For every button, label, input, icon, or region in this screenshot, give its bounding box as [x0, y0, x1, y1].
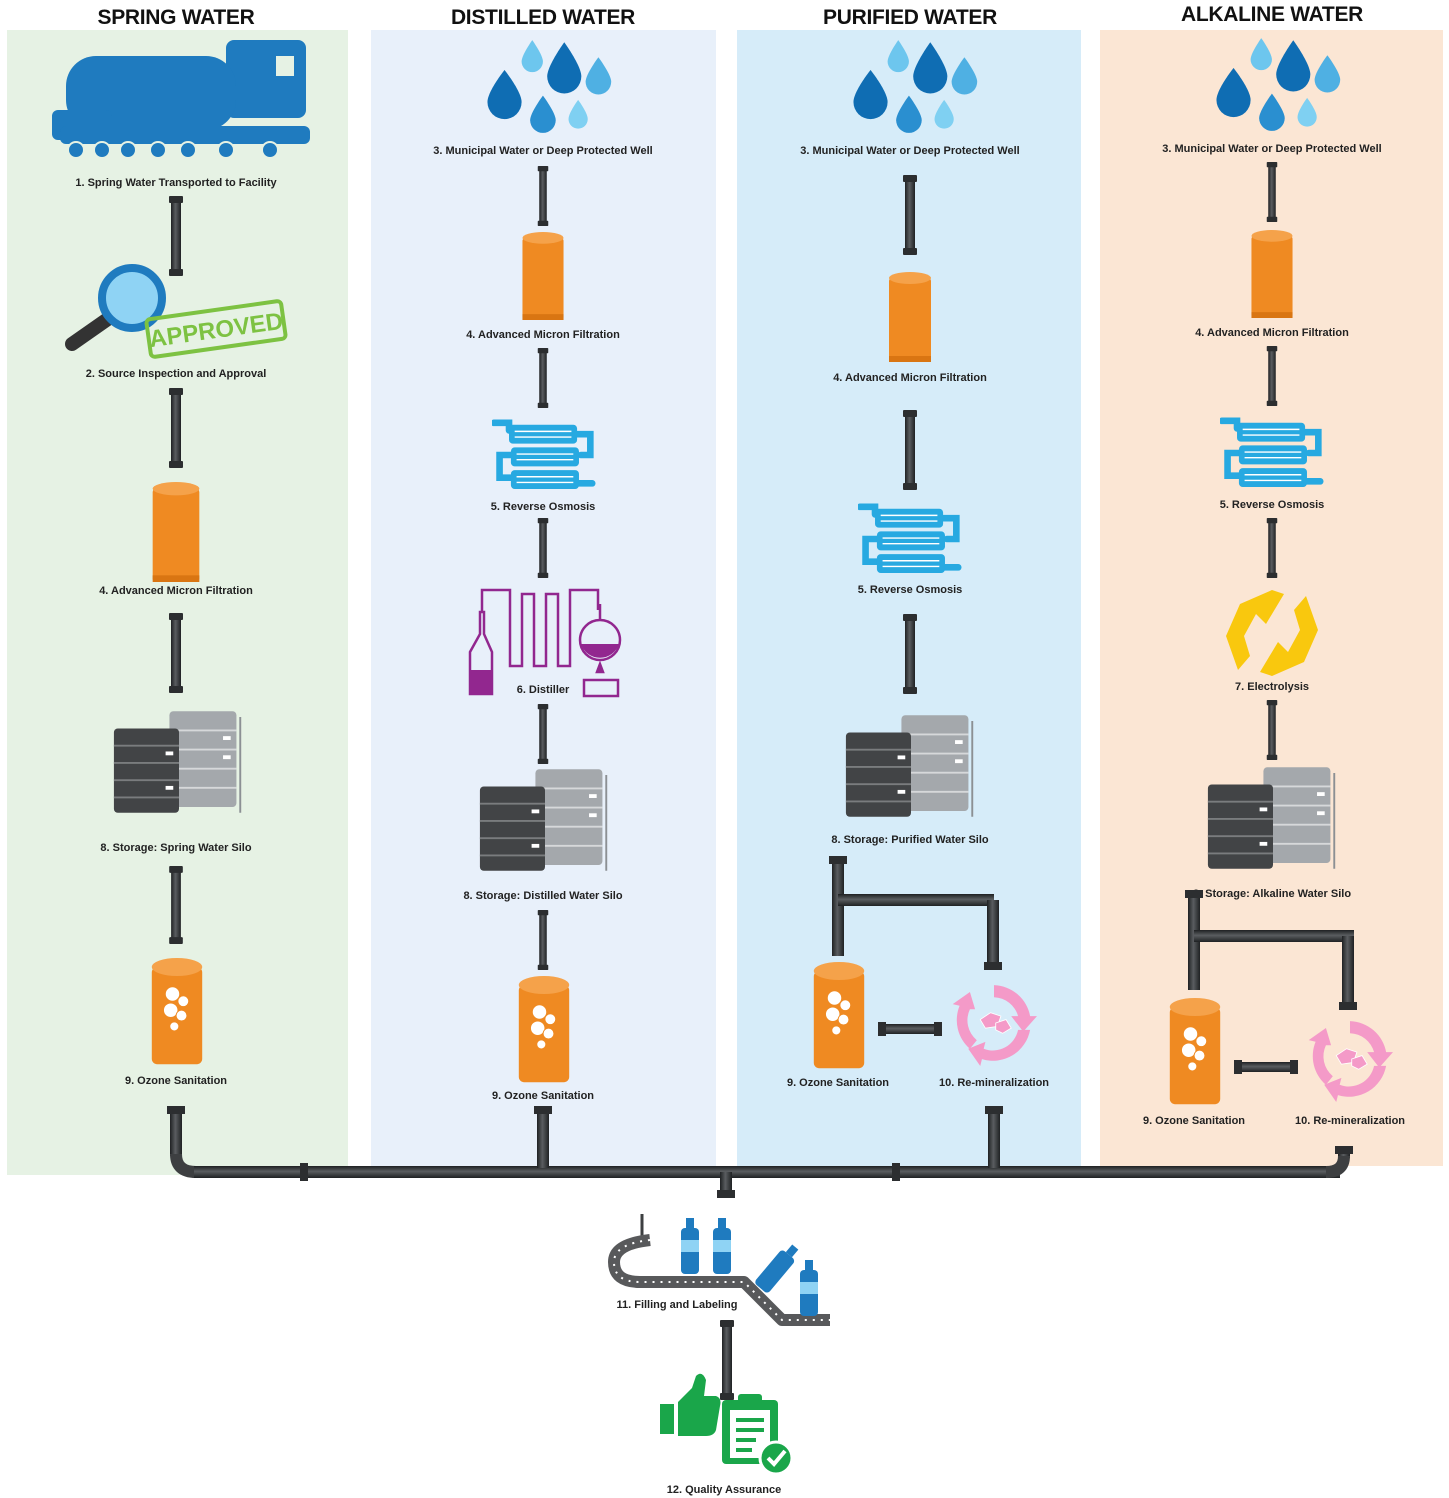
- pipe-connector: [169, 388, 183, 468]
- ozone-tank-icon: [151, 958, 203, 1065]
- pipe-connector: [169, 196, 183, 276]
- reverse-osmosis-icon: [1222, 421, 1320, 487]
- alkaline-step-5: 5. Reverse Osmosis: [1220, 499, 1325, 511]
- reverse-osmosis-icon: [860, 507, 958, 573]
- purified-step-3: 3. Municipal Water or Deep Protected Wel…: [800, 145, 1019, 157]
- purified-step-8: 8. Storage: Purified Water Silo: [831, 834, 989, 846]
- alkaline-step-7: 7. Electrolysis: [1235, 681, 1309, 693]
- ozone-tank-icon: [1169, 998, 1221, 1105]
- spring-step-9: 9. Ozone Sanitation: [125, 1075, 227, 1087]
- alkaline-step-10: 10. Re-mineralization: [1295, 1115, 1405, 1127]
- pipe-connector: [537, 910, 549, 970]
- tanker-truck-icon: [52, 40, 310, 159]
- micron-filter-icon: [889, 272, 931, 362]
- pipe-connector: [720, 1320, 734, 1400]
- alkaline-step-4: 4. Advanced Micron Filtration: [1195, 327, 1349, 339]
- micron-filter-icon: [1251, 230, 1293, 318]
- connector-pipe: [1234, 1060, 1298, 1074]
- pipe-connector: [903, 614, 917, 694]
- ozone-tank-icon: [518, 976, 570, 1083]
- spring-step-8: 8. Storage: Spring Water Silo: [100, 842, 251, 854]
- alkaline-step-8: 8. Storage: Alkaline Water Silo: [1193, 888, 1351, 900]
- pipe-connector: [169, 866, 183, 944]
- pipe-connector: [1266, 162, 1278, 222]
- distilled-step-9: 9. Ozone Sanitation: [492, 1090, 594, 1102]
- distilled-title: DISTILLED WATER: [451, 6, 635, 29]
- distilled-step-3: 3. Municipal Water or Deep Protected Wel…: [433, 145, 652, 157]
- shared-step-11: 11. Filling and Labeling: [616, 1299, 737, 1311]
- collector-pipe: [167, 1106, 1353, 1198]
- distilled-step-8: 8. Storage: Distilled Water Silo: [463, 890, 622, 902]
- pipe-connector: [169, 613, 183, 693]
- alkaline-step-3: 3. Municipal Water or Deep Protected Wel…: [1162, 143, 1381, 155]
- reverse-osmosis-icon: [494, 423, 592, 489]
- pipe-connector: [537, 518, 549, 578]
- spring-step-4: 4. Advanced Micron Filtration: [99, 585, 253, 597]
- branch-pipe: [1185, 890, 1357, 1010]
- spring-step-1: 1. Spring Water Transported to Facility: [75, 177, 277, 189]
- spring-step-2: 2. Source Inspection and Approval: [86, 368, 267, 380]
- ozone-tank-icon: [813, 962, 865, 1069]
- pipe-connector: [1266, 700, 1278, 760]
- bottling-line-icon: [608, 1214, 830, 1326]
- micron-filter-icon: [522, 232, 564, 320]
- shared-step-12: 12. Quality Assurance: [667, 1484, 782, 1496]
- alkaline-step-9: 9. Ozone Sanitation: [1143, 1115, 1245, 1127]
- distilled-step-4: 4. Advanced Micron Filtration: [466, 329, 620, 341]
- purified-step-4: 4. Advanced Micron Filtration: [833, 372, 987, 384]
- alkaline-title: ALKALINE WATER: [1181, 3, 1363, 26]
- purified-title: PURIFIED WATER: [823, 6, 997, 29]
- magnifier-icon: [65, 264, 166, 351]
- pipe-connector: [537, 348, 549, 408]
- connector-pipe: [878, 1022, 942, 1036]
- pipe-connector: [1266, 518, 1278, 578]
- distiller-icon: [468, 588, 622, 698]
- pipe-connector: [537, 166, 549, 226]
- pipe-connector: [537, 704, 549, 764]
- spring-title: SPRING WATER: [97, 6, 254, 29]
- branch-pipe: [829, 856, 1002, 970]
- micron-filter-icon: [152, 482, 200, 582]
- purified-step-5: 5. Reverse Osmosis: [858, 584, 963, 596]
- purified-step-9: 9. Ozone Sanitation: [787, 1077, 889, 1089]
- purified-step-10: 10. Re-mineralization: [939, 1077, 1049, 1089]
- pipe-connector: [903, 410, 917, 490]
- distilled-step-5: 5. Reverse Osmosis: [491, 501, 596, 513]
- pipe-connector: [1266, 346, 1278, 406]
- thumbs-up-icon: [660, 1373, 721, 1436]
- clipboard-check-icon: [722, 1394, 794, 1476]
- pipe-connector: [903, 175, 917, 255]
- electrolysis-icon: [1226, 590, 1318, 676]
- distilled-step-6: 6. Distiller: [517, 684, 570, 696]
